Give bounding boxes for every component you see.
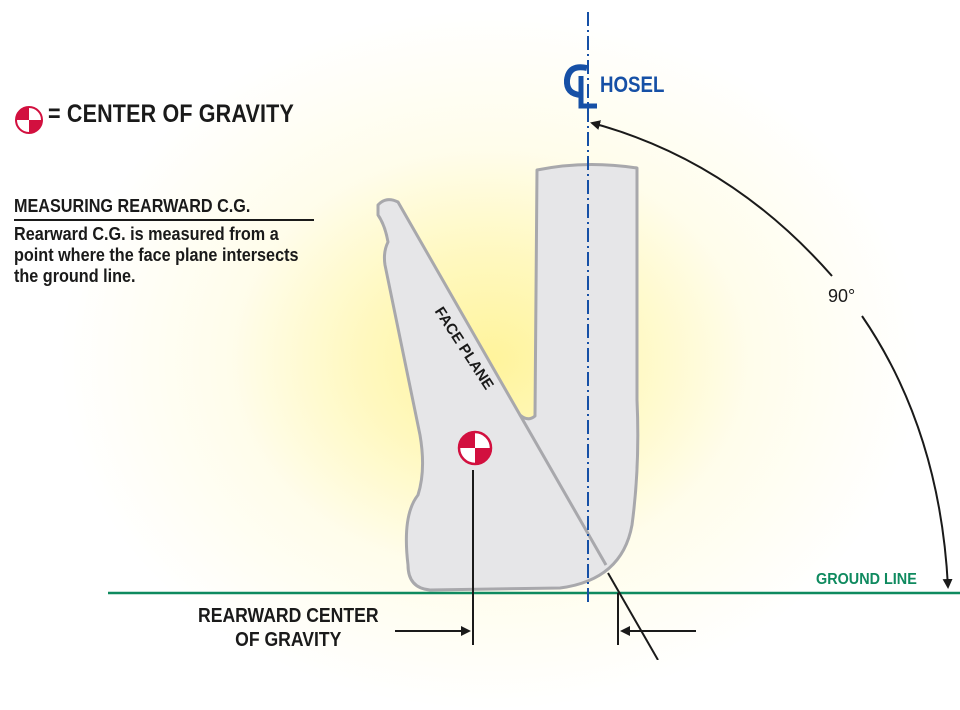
clubhead-body bbox=[376, 162, 640, 592]
clubhead-diagram bbox=[108, 12, 960, 660]
angle-arc-upper bbox=[590, 120, 833, 277]
ground-line-label: GROUND LINE bbox=[816, 571, 917, 588]
face-plane-line bbox=[518, 414, 608, 566]
centerline-symbol-icon bbox=[563, 64, 597, 109]
face-plane-extension bbox=[607, 572, 659, 660]
angle-label: 90° bbox=[828, 286, 856, 306]
diagram-canvas: = CENTER OF GRAVITY MEASURING REARWARD C… bbox=[14, 10, 960, 710]
rearward-cg-label-line2: OF GRAVITY bbox=[235, 629, 342, 651]
center-of-gravity-marker bbox=[457, 430, 493, 466]
center-of-gravity-icon bbox=[15, 106, 43, 134]
rearward-cg-label: REARWARD CENTER OF GRAVITY bbox=[198, 604, 379, 652]
measuring-title: MEASURING REARWARD C.G. bbox=[14, 196, 251, 216]
measuring-body: Rearward C.G. is measured from a point w… bbox=[14, 224, 299, 286]
angle-arc-lower bbox=[861, 315, 953, 589]
measuring-title-underline bbox=[14, 219, 314, 221]
rearward-cg-label-line1: REARWARD CENTER bbox=[198, 605, 379, 627]
legend-label: = CENTER OF GRAVITY bbox=[48, 100, 294, 128]
hosel-label: HOSEL bbox=[600, 72, 665, 97]
